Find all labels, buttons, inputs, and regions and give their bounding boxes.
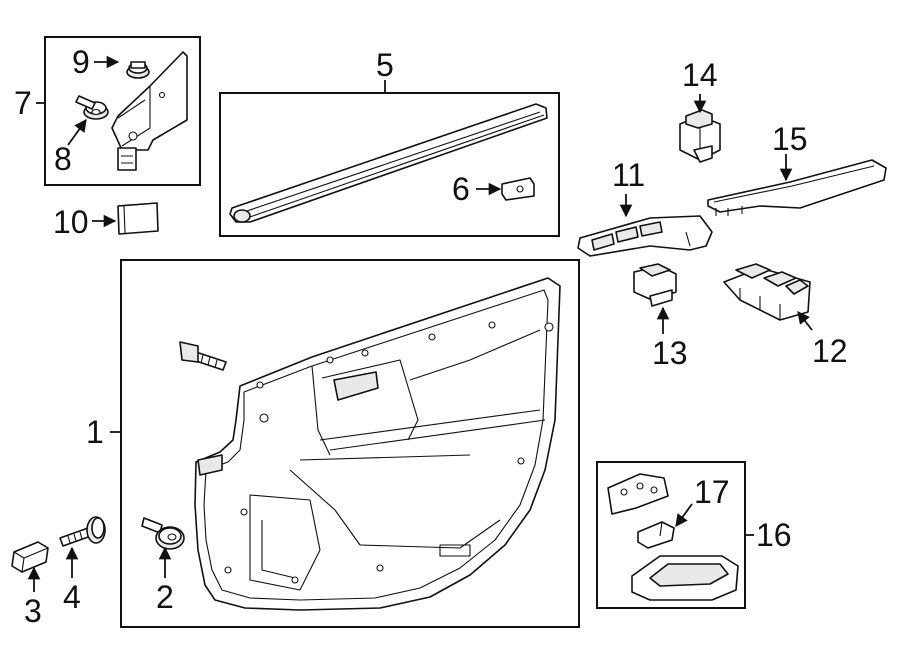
callout-14: 14 [682,57,718,93]
part-5-weatherstrip [229,103,548,223]
callout-1: 1 [86,414,104,450]
callout-2: 2 [156,579,174,615]
part-11-switch-bezel [577,215,713,257]
group-box-1 [120,259,580,628]
callout-9: 9 [72,44,90,80]
callout-12: 12 [812,333,848,369]
panel-bolt [179,341,227,371]
part-7-trim-bracket [111,51,188,171]
part-13-switch [633,263,677,307]
callout-5: 5 [376,47,394,83]
callout-3: 3 [24,593,42,629]
callout-8: 8 [54,141,72,177]
callout-17: 17 [694,474,730,510]
part-10-pad [117,202,159,235]
part-6-clip [501,177,535,201]
callout-4: 4 [63,579,81,615]
group-box-7 [44,36,201,186]
part-16-upper-bracket [607,473,669,515]
callout-10: 10 [53,204,89,240]
part-2-push-clip [141,517,185,550]
part-17-lamp [637,521,675,549]
callout-15: 15 [772,121,808,157]
part-3-retainer [11,541,49,573]
callout-16: 16 [756,517,792,553]
part-15-armrest-bezel [707,159,887,216]
part-4-screw [59,516,106,547]
part-12-window-switch [723,263,811,321]
group-box-5 [219,92,560,237]
callout-11: 11 [612,157,645,193]
part-16-handle-bezel [631,555,739,601]
callout-7: 7 [14,85,32,121]
part-1-door-trim-panel [194,277,561,611]
callout-13: 13 [652,335,688,371]
part-14-switch [679,109,721,163]
part-9-clip [126,61,150,79]
part-8-screw [75,95,109,120]
callout-6: 6 [452,171,470,207]
